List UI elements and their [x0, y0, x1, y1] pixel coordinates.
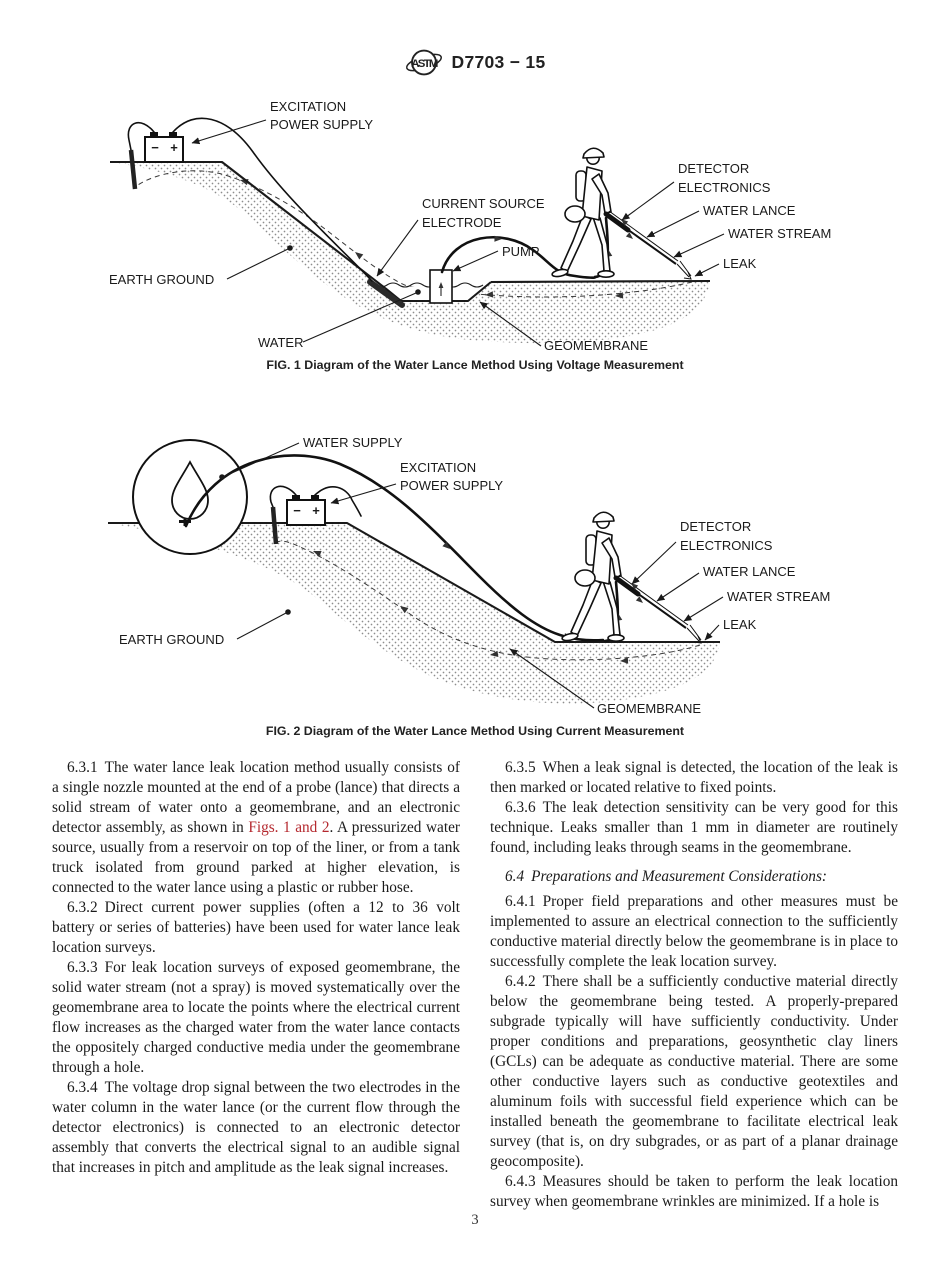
- standard-designation: D7703 − 15: [451, 52, 546, 72]
- label-water-lance: WATER LANCE: [703, 203, 796, 218]
- label-excitation-power-supply: EXCITATION: [400, 460, 476, 475]
- pump: [429, 269, 453, 304]
- label-detector-electronics: ELECTRONICS: [680, 538, 773, 553]
- svg-text:ASTM: ASTM: [411, 58, 438, 70]
- water-supply-tank: [132, 439, 248, 555]
- label-detector-electronics: DETECTOR: [680, 519, 751, 534]
- figs-1-and-2-link[interactable]: Figs. 1 and 2: [248, 819, 330, 836]
- label-leak: LEAK: [723, 617, 757, 632]
- label-leak: LEAK: [723, 256, 757, 271]
- label-detector-electronics: DETECTOR: [678, 161, 749, 176]
- label-current-source-electrode: CURRENT SOURCE: [422, 196, 545, 211]
- page-header: ASTM D7703 − 15: [0, 46, 950, 79]
- label-water-lance: WATER LANCE: [703, 564, 796, 579]
- label-geomembrane: GEOMEMBRANE: [544, 338, 648, 353]
- earth-ground-rod: [270, 506, 279, 545]
- label-water-stream: WATER STREAM: [728, 226, 831, 241]
- label-excitation-power-supply: POWER SUPPLY: [400, 478, 503, 493]
- label-excitation-power-supply: EXCITATION: [270, 99, 346, 114]
- page-number: 3: [471, 1212, 479, 1228]
- label-pump: PUMP: [502, 244, 540, 259]
- label-geomembrane: GEOMEMBRANE: [597, 701, 701, 716]
- label-water: WATER: [258, 335, 304, 350]
- label-earth-ground: EARTH GROUND: [119, 632, 224, 647]
- label-water-supply: WATER SUPPLY: [303, 435, 403, 450]
- earth-ground-rod: [128, 149, 138, 190]
- label-earth-ground: EARTH GROUND: [109, 272, 214, 287]
- label-detector-electronics: ELECTRONICS: [678, 180, 771, 195]
- label-water-stream: WATER STREAM: [727, 589, 830, 604]
- figure-2-diagram: WATER SUPPLY EXCITATION POWER SUPPLY EAR…: [108, 435, 830, 716]
- figure-1-caption: FIG. 1 Diagram of the Water Lance Method…: [266, 358, 684, 372]
- figure-2-caption: FIG. 2 Diagram of the Water Lance Method…: [265, 724, 685, 738]
- label-current-source-electrode: ELECTRODE: [422, 215, 502, 230]
- label-excitation-power-supply: POWER SUPPLY: [270, 117, 373, 132]
- astm-logo-icon: ASTM: [405, 49, 442, 76]
- figure-1-diagram: − +: [109, 99, 831, 353]
